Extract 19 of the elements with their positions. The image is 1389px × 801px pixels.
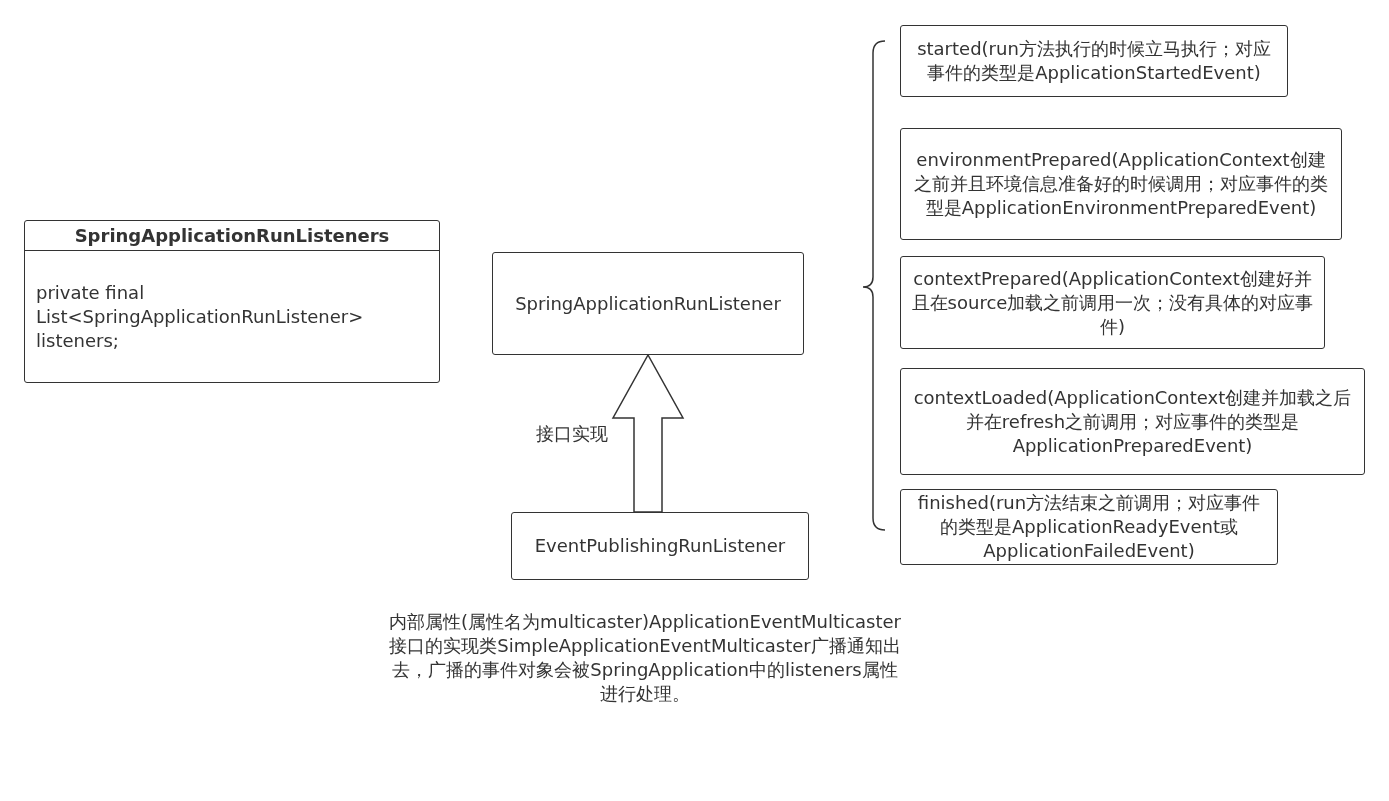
box-label: environmentPrepared(ApplicationContext创建之前并且环境信息准备好的时候调用；对应事件的类型是ApplicationEnvironmentPreparedEvent) <box>913 148 1329 220</box>
edge-label: 接口实现 <box>536 421 608 446</box>
method-box <box>900 256 1325 349</box>
method-box <box>900 128 1342 240</box>
box-label: contextPrepared(ApplicationContext创建好并且在source加载之前调用一次；没有具体的对应事件) <box>910 266 1315 339</box>
method-box <box>900 368 1365 475</box>
class-name: SpringApplicationRunListeners <box>74 223 390 248</box>
field-declaration: private final List<SpringApplicationRunListener> listeners; <box>36 280 365 353</box>
box-label: started(run方法执行的时候立马执行；对应事件的类型是ApplicationStartedEvent) <box>916 37 1272 85</box>
box-label: SpringApplicationRunListener <box>515 291 781 316</box>
class-box <box>24 220 440 383</box>
class-box <box>511 512 809 580</box>
box-label: EventPublishingRunListener <box>534 534 786 558</box>
interface-box <box>492 252 804 355</box>
block-arrow <box>611 353 685 513</box>
box-label: finished(run方法结束之前调用；对应事件的类型是ApplicationReadyEvent或ApplicationFailedEvent) <box>916 491 1262 563</box>
method-box <box>900 25 1288 97</box>
note-text: 内部属性(属性名为multicaster)ApplicationEventMulticaster接口的实现类SimpleApplicationEventMulticaster广播通知出去，广播的事件对象会被SpringApplication中的listeners属性进行处理。 <box>388 610 902 706</box>
box-label: contextLoaded(ApplicationContext创建并加载之后并在refresh之前调用；对应事件的类型是ApplicationPreparedEvent) <box>912 385 1353 458</box>
